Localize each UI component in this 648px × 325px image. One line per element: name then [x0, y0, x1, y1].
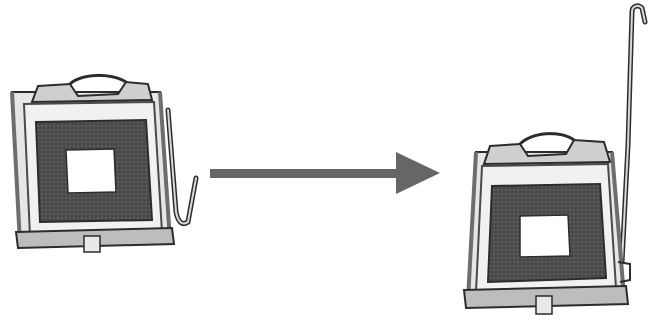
cpu-socket-open	[464, 6, 645, 314]
socket-bottom-clip	[84, 236, 100, 252]
arrow-head	[396, 152, 440, 194]
socket-center	[520, 215, 570, 257]
retention-lever-raised	[622, 6, 645, 262]
socket-bottom-clip	[536, 296, 552, 314]
hinge-tab	[520, 134, 574, 144]
socket-center	[66, 149, 116, 193]
cpu-socket-closed	[12, 75, 196, 252]
arrow-shaft	[210, 169, 400, 178]
transition-arrow	[210, 152, 440, 194]
hinge-tab	[70, 75, 126, 84]
